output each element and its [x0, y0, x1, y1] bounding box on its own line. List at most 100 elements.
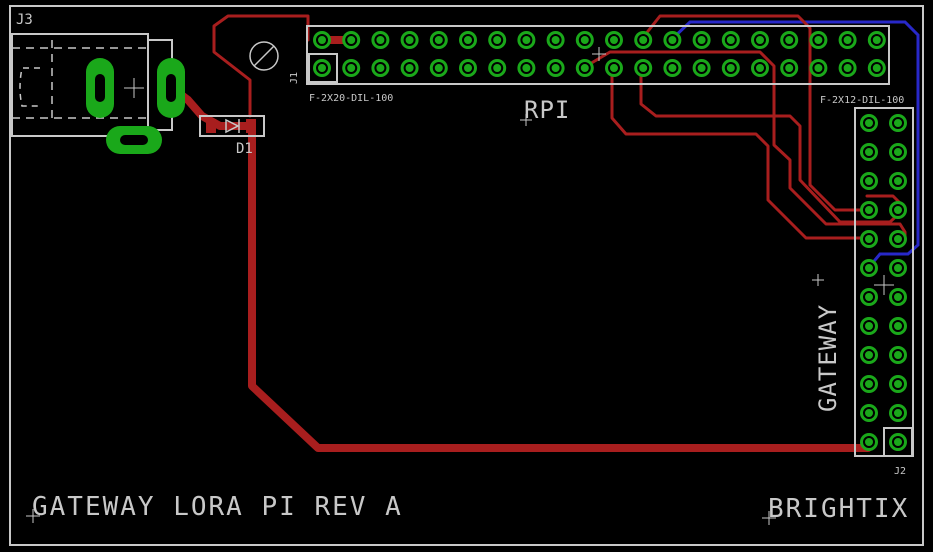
rpi-pin-drill — [403, 62, 416, 74]
gateway-pin-drill — [892, 407, 904, 419]
gateway-pin-drill — [863, 436, 875, 448]
rpi-pin — [780, 31, 799, 49]
rpi-pin — [780, 59, 799, 77]
rpi-pin — [488, 59, 507, 77]
rpi-pin-drill — [812, 34, 825, 46]
gateway-pin — [860, 114, 878, 132]
rpi-pin — [429, 59, 448, 77]
rpi-header-pins — [313, 31, 886, 77]
rpi-pin — [546, 31, 565, 49]
gateway-pin-drill — [892, 291, 904, 303]
j3-ref-label: J3 — [16, 12, 33, 28]
gateway-pin-drill — [863, 146, 875, 158]
rpi-pin-drill — [316, 34, 328, 46]
rpi-pin — [517, 31, 536, 49]
gateway-pin — [889, 288, 907, 306]
gateway-package-label: F-2X12-DIL-100 — [820, 95, 904, 106]
rpi-pin — [342, 59, 361, 77]
gateway-pin-drill — [892, 378, 904, 390]
gateway-pin — [889, 404, 907, 422]
d1-diode: D1 — [199, 115, 265, 157]
rpi-pin-drill — [608, 62, 620, 74]
gateway-pin-drill — [863, 117, 875, 129]
gateway-header-j2: F-2X12-DIL-100 J2 GATEWAY — [812, 95, 914, 477]
gateway-pin — [860, 404, 878, 422]
rpi-pin-drill — [578, 34, 591, 46]
gateway-pin-drill — [892, 436, 904, 448]
rpi-pin — [371, 31, 390, 49]
gateway-pin-drill — [863, 262, 875, 274]
d1-ref-label: D1 — [236, 141, 253, 157]
rpi-pin-drill — [549, 62, 562, 74]
rpi-pin — [751, 59, 769, 77]
rpi-pin-drill — [549, 34, 562, 46]
j3-power-jack: J3 — [11, 12, 185, 154]
gateway-pin — [889, 201, 907, 219]
rpi-pin — [809, 31, 828, 49]
rpi-header-j1: J1 F-2X20-DIL-100 RPI — [289, 25, 890, 126]
rpi-pin-drill — [783, 62, 796, 74]
rpi-pin-drill — [724, 62, 737, 74]
gateway-pin — [860, 201, 878, 219]
gateway-pin-drill — [863, 204, 875, 216]
rpi-pin-drill — [462, 34, 474, 46]
gateway-pin — [860, 346, 878, 364]
rpi-pin — [517, 59, 536, 77]
gateway-pin-drill — [892, 175, 904, 187]
rpi-pin — [400, 59, 419, 77]
gateway-pin-drill — [863, 320, 875, 332]
gateway-pin — [889, 259, 907, 277]
gateway-pin-drill — [892, 117, 904, 129]
rpi-pin-drill — [870, 62, 883, 74]
gateway-pin — [889, 172, 907, 190]
j2-ref-label: J2 — [894, 466, 906, 477]
rpi-pin — [546, 59, 565, 77]
rpi-pin-drill — [666, 62, 679, 74]
gateway-pin-drill — [863, 349, 875, 361]
rpi-pin-drill — [637, 62, 650, 74]
rpi-pin — [721, 31, 740, 49]
gateway-pin — [889, 433, 907, 451]
rpi-pin — [692, 59, 711, 77]
rpi-pin-drill — [870, 34, 883, 46]
rpi-pin-drill — [432, 34, 445, 46]
gateway-pin — [860, 375, 878, 393]
gateway-pin — [860, 433, 878, 451]
rpi-pin — [605, 59, 623, 77]
rpi-pin — [459, 31, 477, 49]
rpi-pin-drill — [695, 34, 708, 46]
gateway-pin-drill — [863, 407, 875, 419]
gateway-pin-drill — [863, 233, 875, 245]
rpi-pin-drill — [345, 34, 358, 46]
rpi-pin — [429, 31, 448, 49]
rpi-pin-drill — [637, 34, 650, 46]
rpi-pin-drill — [666, 34, 679, 46]
rpi-pin — [313, 31, 331, 49]
gateway-pin-drill — [892, 146, 904, 158]
rpi-pin-drill — [316, 62, 328, 74]
gateway-pin — [889, 375, 907, 393]
board-brand-text: BRIGHTIX — [768, 494, 909, 524]
gateway-pin — [860, 172, 878, 190]
rpi-pin-drill — [841, 62, 854, 74]
rpi-pin — [342, 31, 361, 49]
rpi-pin — [809, 59, 828, 77]
gateway-pin-drill — [863, 291, 875, 303]
gateway-pin-drill — [863, 175, 875, 187]
rpi-pin-drill — [374, 34, 387, 46]
gateway-pin-drill — [863, 378, 875, 390]
rpi-pin-drill — [491, 62, 504, 74]
gateway-pin-drill — [892, 262, 904, 274]
rpi-pin — [751, 31, 769, 49]
gateway-pin — [889, 346, 907, 364]
rpi-pin — [721, 59, 740, 77]
rpi-pin-drill — [754, 34, 766, 46]
gateway-pin — [860, 288, 878, 306]
gateway-pin — [860, 317, 878, 335]
rpi-pin — [488, 31, 507, 49]
gateway-pin-drill — [892, 320, 904, 332]
rpi-value-label: RPI — [524, 96, 570, 124]
rpi-pin-drill — [608, 34, 620, 46]
rpi-pin — [575, 59, 594, 77]
